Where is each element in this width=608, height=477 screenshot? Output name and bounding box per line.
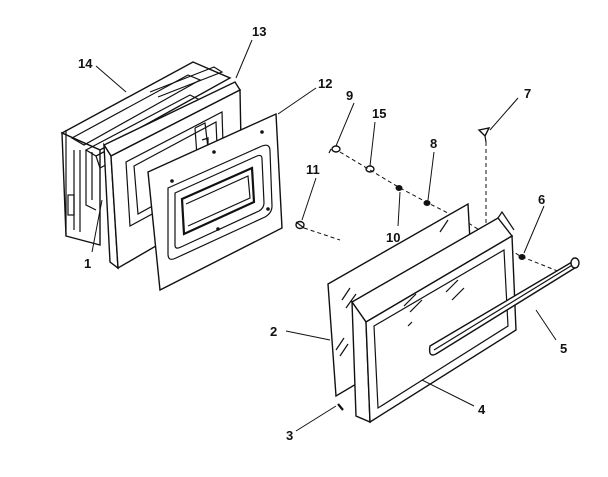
callout-8: 8 bbox=[430, 136, 437, 151]
callout-7: 7 bbox=[524, 86, 531, 101]
callout-4: 4 bbox=[478, 402, 486, 417]
callout-12: 12 bbox=[318, 76, 332, 91]
callout-3: 3 bbox=[286, 428, 293, 443]
leader-lines bbox=[91, 39, 557, 432]
callout-10: 10 bbox=[386, 230, 400, 245]
part-9-screw bbox=[328, 145, 341, 154]
callout-6: 6 bbox=[538, 192, 545, 207]
callout-labels: 14 13 12 9 15 8 7 11 6 10 1 2 5 4 3 bbox=[78, 24, 567, 443]
part-8-spacer bbox=[423, 200, 431, 206]
part-12-inner-door-panel bbox=[147, 112, 283, 292]
callout-5: 5 bbox=[560, 341, 567, 356]
part-7-screw bbox=[477, 127, 491, 143]
callout-15: 15 bbox=[372, 106, 386, 121]
callout-14: 14 bbox=[78, 56, 93, 71]
callout-1: 1 bbox=[84, 256, 91, 271]
part-14-inner-door-liner bbox=[60, 61, 232, 246]
part-5-door-handle bbox=[428, 257, 580, 356]
callout-13: 13 bbox=[252, 24, 266, 39]
callout-9: 9 bbox=[346, 88, 353, 103]
callout-11: 11 bbox=[306, 162, 320, 177]
part-4-outer-door-frame bbox=[350, 210, 517, 424]
part-11-screw bbox=[295, 220, 305, 230]
callout-2: 2 bbox=[270, 324, 277, 339]
part-3-retainer-screw bbox=[337, 403, 344, 411]
